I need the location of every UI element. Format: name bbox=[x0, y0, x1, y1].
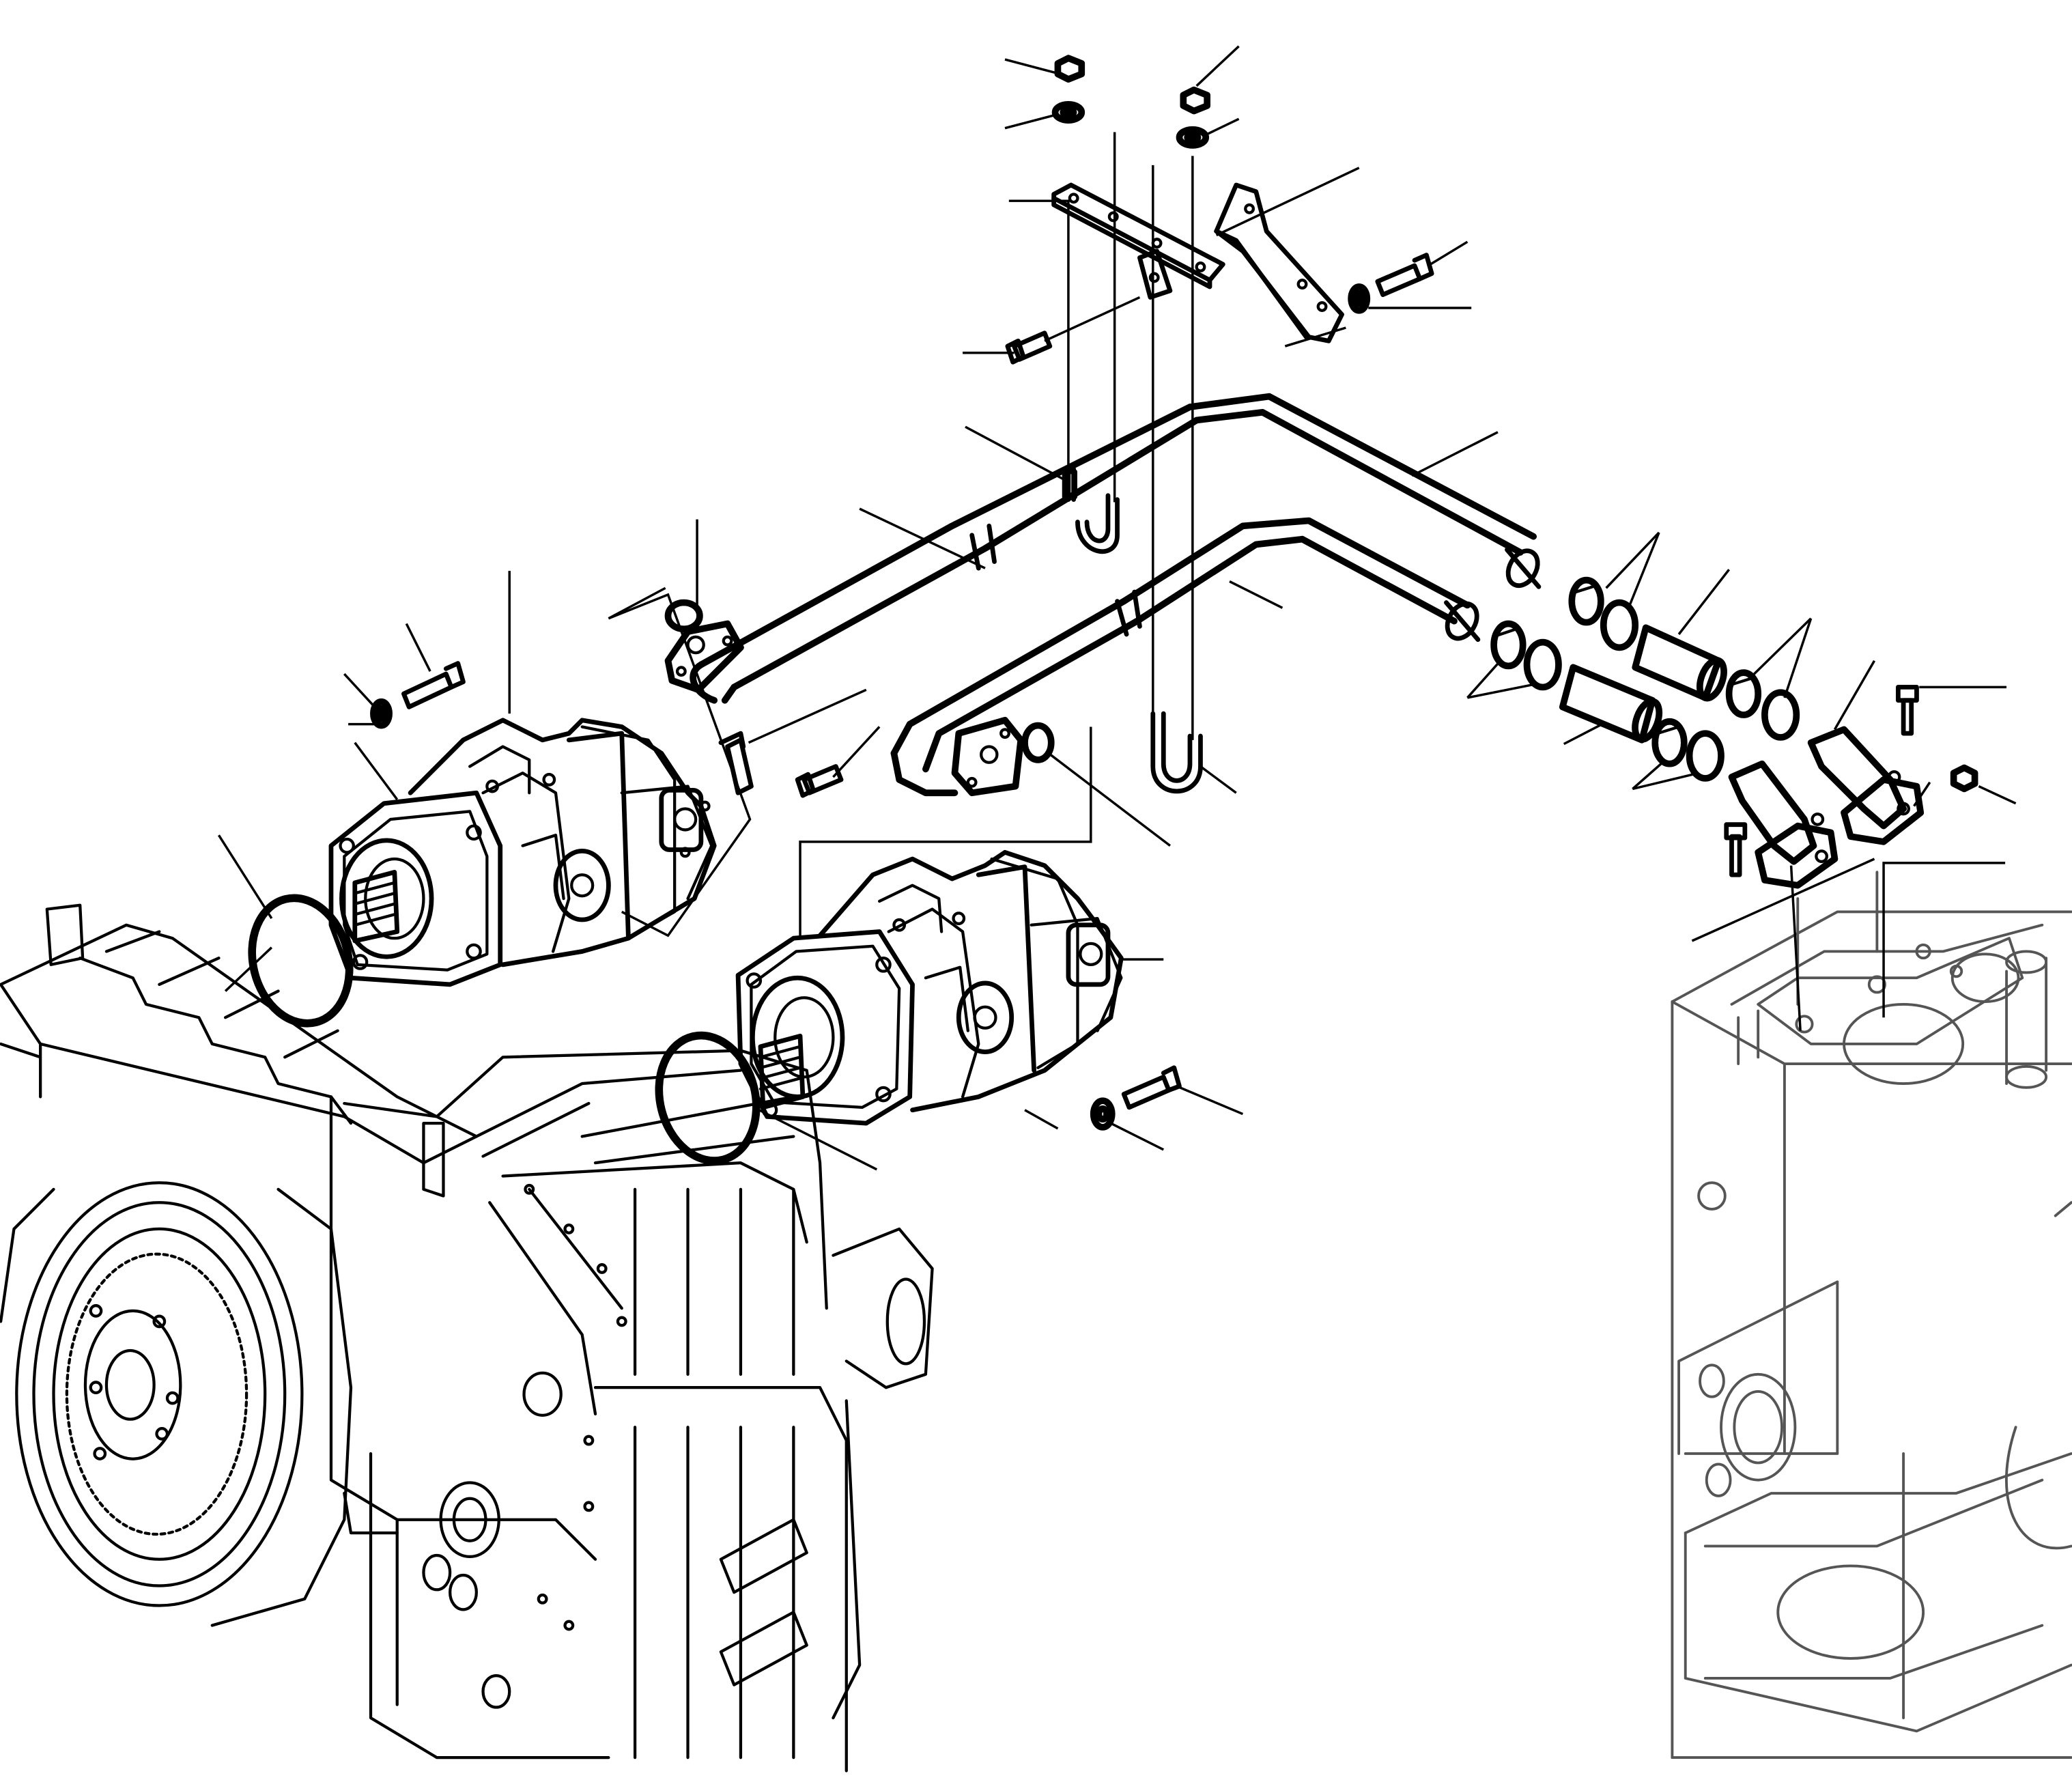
elbow-flange-lower bbox=[1728, 760, 1839, 889]
washers bbox=[370, 101, 1371, 1131]
hose-sleeve-upper bbox=[1632, 624, 1727, 702]
u-bolt-lower bbox=[1150, 711, 1203, 794]
pump-o-ring-lower bbox=[655, 1031, 761, 1165]
pressure-tube-upper bbox=[664, 393, 1542, 704]
hydraulic-pump-lower bbox=[735, 849, 1124, 1126]
hydraulic-tank bbox=[1671, 871, 2072, 1760]
support-bracket bbox=[1051, 182, 1225, 300]
hose-sleeve-lower bbox=[1559, 664, 1663, 744]
pressure-tube-lower bbox=[890, 517, 1481, 797]
transmission-housing bbox=[0, 903, 934, 1772]
hose-clamps bbox=[1490, 576, 1800, 782]
elbow-flange-upper bbox=[1807, 726, 1925, 845]
hex-nuts bbox=[1054, 55, 1978, 793]
flange-o-rings bbox=[664, 599, 1055, 763]
pump-o-ring-upper bbox=[248, 894, 354, 1028]
leader-lines bbox=[217, 45, 2017, 1171]
hex-bolts bbox=[401, 253, 1919, 1110]
hydraulic-pump-upper bbox=[328, 718, 717, 987]
angle-bracket bbox=[1214, 182, 1344, 343]
